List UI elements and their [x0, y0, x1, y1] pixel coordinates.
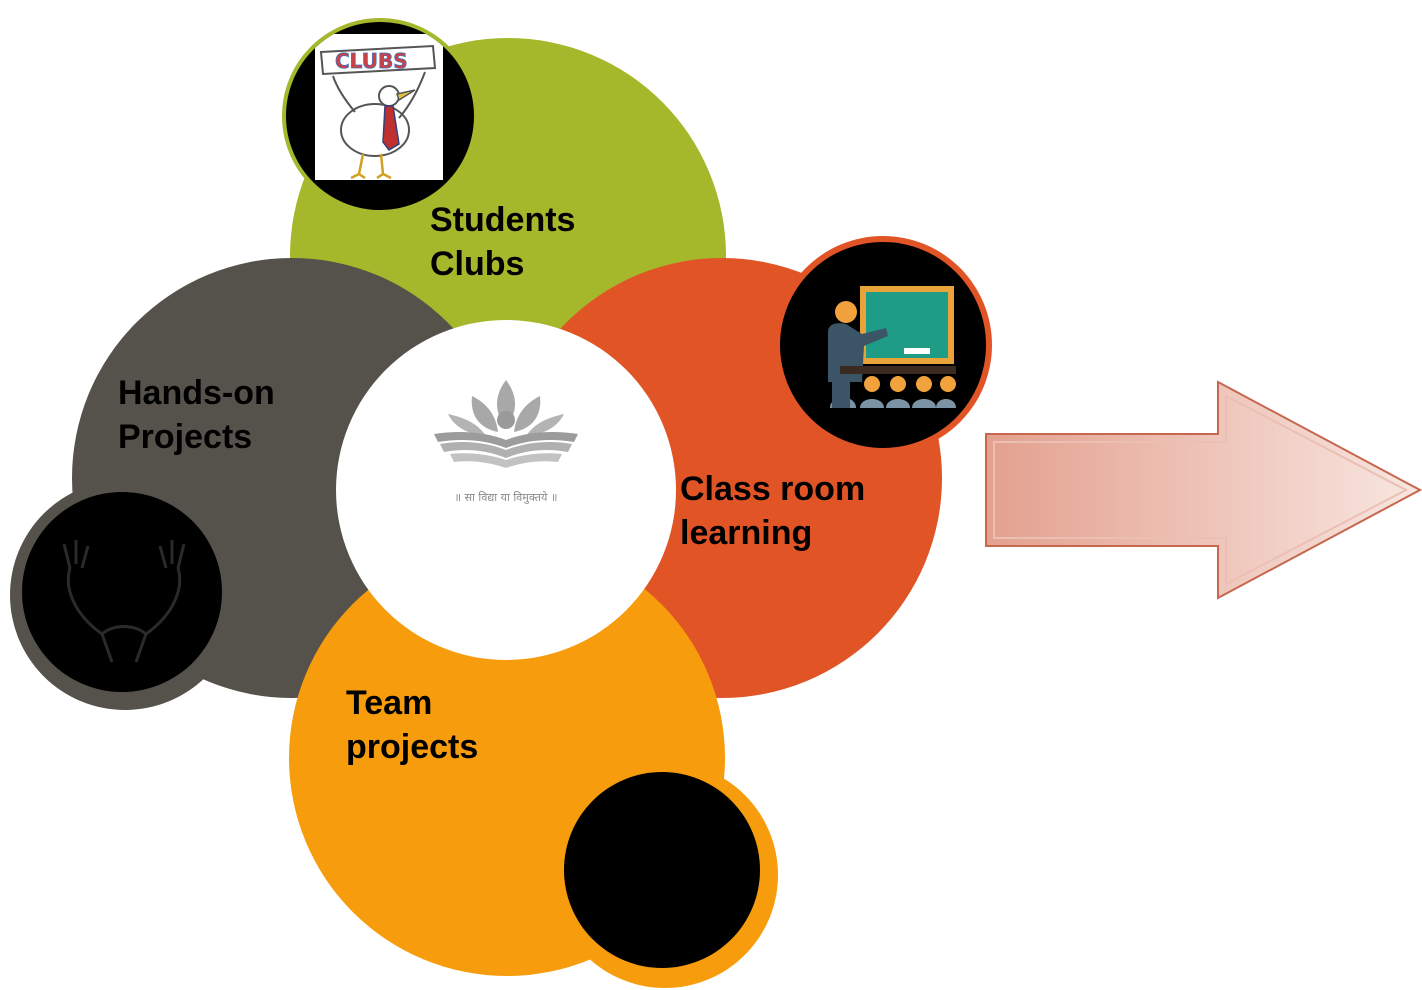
- clubs-banner-text: CLUBS: [335, 49, 408, 73]
- team-icon: [564, 772, 760, 968]
- classroom-icon-ring: [774, 236, 992, 454]
- team-icon-ring: [552, 762, 778, 988]
- teacher-classroom-icon: [816, 284, 956, 410]
- team-projects-label: Team projects: [346, 684, 479, 766]
- classroom-label: Class room learning: [680, 470, 866, 552]
- logo-motto: ॥ सा विद्या या विमुक्तये ॥: [454, 491, 558, 504]
- lotus-book-logo-icon: [420, 368, 592, 478]
- clubs-bird-drawing-icon: CLUBS: [315, 34, 443, 180]
- clubs-icon-ring: CLUBS: [282, 18, 478, 214]
- raised-hands-icon: [50, 538, 198, 668]
- hands-on-icon-ring: [10, 480, 240, 710]
- students-clubs-label: Students Clubs: [430, 201, 576, 283]
- center-logo-circle: ॥ सा विद्या या विमुक्तये ॥: [336, 320, 676, 660]
- right-arrow: [982, 378, 1422, 602]
- hands-on-label: Hands-on Projects: [118, 374, 275, 456]
